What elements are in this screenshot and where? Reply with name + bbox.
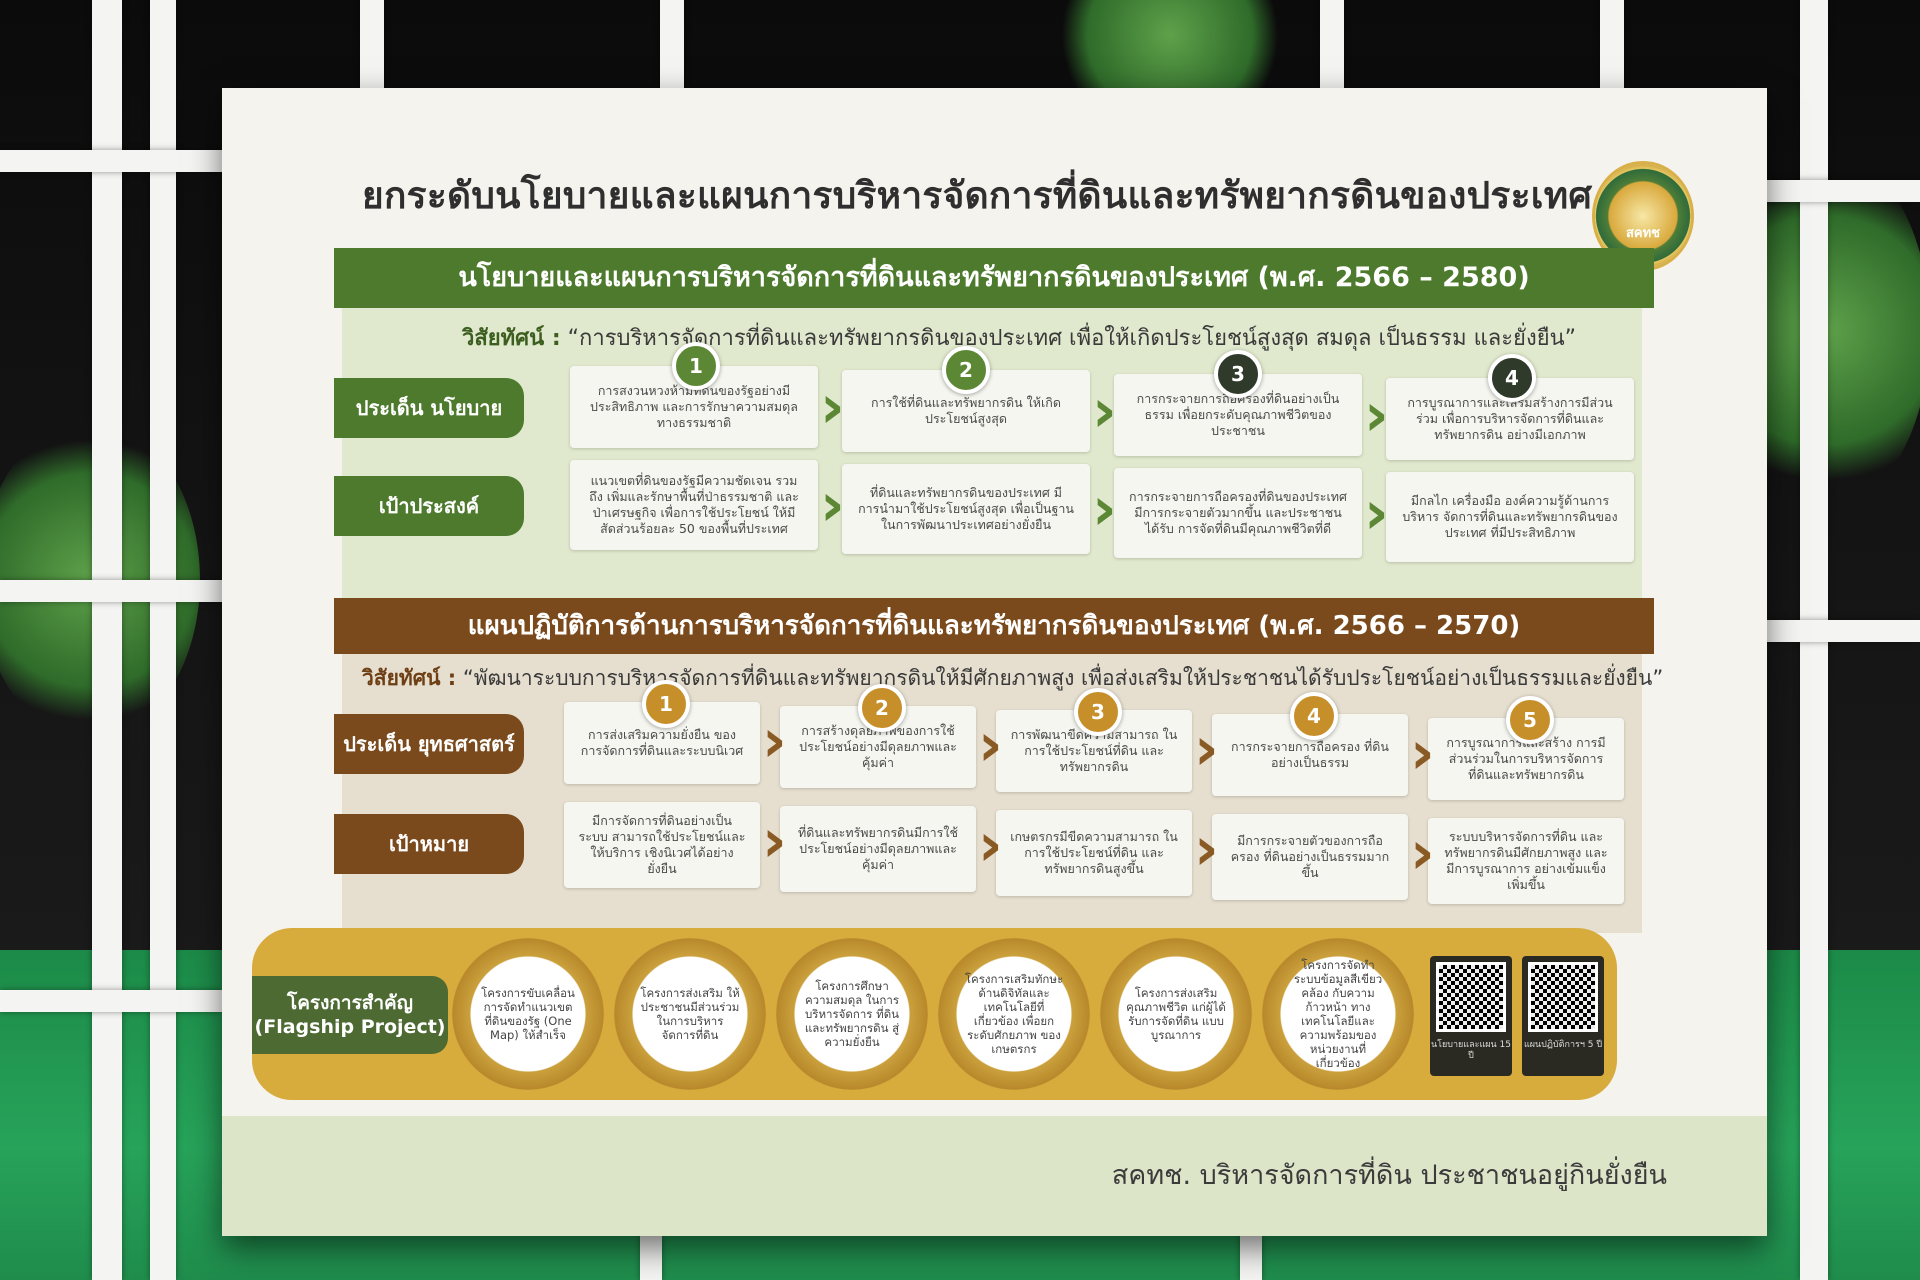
policy-issues-tag: ประเด็น นโยบาย (334, 378, 524, 438)
flagship-project: โครงการส่งเสริม คุณภาพชีวิต แก่ผู้ได้รับ… (1100, 938, 1252, 1090)
action-vision-label: วิสัยทัศน์ : (362, 666, 457, 690)
qr-code-action-plan[interactable]: แผนปฏิบัติการฯ 5 ปี (1522, 956, 1604, 1076)
target-card: มีการจัดการที่ดินอย่างเป็นระบบ สามารถใช้… (564, 802, 760, 888)
qr-caption: แผนปฏิบัติการฯ 5 ปี (1523, 1040, 1603, 1050)
strategy-number-badge: 2 (858, 684, 906, 732)
target-card: มีการกระจายตัวของการถือครอง ที่ดินอย่างเ… (1212, 814, 1408, 900)
chevron-right-icon: › (1194, 814, 1219, 884)
policy-vision-label: วิสัยทัศน์ : (462, 326, 561, 351)
policy-goal-card: มีกลไก เครื่องมือ องค์ความรู้ด้านการบริห… (1386, 472, 1634, 562)
left-lattice-post (92, 0, 122, 1280)
chevron-right-icon: › (1410, 818, 1435, 888)
flagship-project-text: โครงการส่งเสริม ให้ประชาชนมีส่วนร่วม ในก… (640, 986, 740, 1042)
chevron-right-icon: › (820, 372, 845, 442)
flagship-project-text: โครงการขับเคลื่อน การจัดทำแนวเขต ที่ดินข… (481, 986, 575, 1042)
chevron-right-icon: › (762, 806, 787, 876)
policy-number-badge: 1 (672, 342, 720, 390)
policy-section: นโยบายและแผนการบริหารจัดการที่ดินและทรัพ… (334, 248, 1654, 608)
strategy-number-badge: 3 (1074, 688, 1122, 736)
qr-code-icon (1436, 962, 1506, 1032)
policy-goals-tag: เป้าประสงค์ (334, 476, 524, 536)
policy-header: นโยบายและแผนการบริหารจัดการที่ดินและทรัพ… (334, 248, 1654, 308)
policy-vision-text: “การบริหารจัดการที่ดินและทรัพยากรดินของป… (567, 326, 1577, 351)
qr-code-icon (1528, 962, 1598, 1032)
flagship-project-text: โครงการจัดทำ ระบบข้อมูลสีเขียวคล้อง กับค… (1293, 958, 1383, 1070)
chevron-right-icon: › (978, 710, 1003, 780)
chevron-right-icon: › (1092, 474, 1117, 544)
bottom-lattice-post (640, 1236, 662, 1280)
strategy-number-badge: 4 (1290, 692, 1338, 740)
policy-body: วิสัยทัศน์ : “การบริหารจัดการที่ดินและทร… (334, 308, 1642, 608)
flagship-project-text: โครงการศึกษา ความสมดุล ในการบริหารจัดการ… (804, 979, 900, 1049)
left-lattice-bar (0, 150, 222, 172)
action-vision: วิสัยทัศน์ : “พัฒนาระบบการบริหารจัดการที… (362, 662, 1663, 695)
flagship-project: โครงการเสริมทักษะ ด้านดิจิทัลและ เทคโนโล… (938, 938, 1090, 1090)
chevron-right-icon: › (1410, 718, 1435, 788)
action-plan-section: แผนปฏิบัติการด้านการบริหารจัดการที่ดินแล… (334, 598, 1663, 933)
top-lattice-post-3 (1320, 0, 1344, 90)
right-lattice-bar (1767, 180, 1920, 202)
policy-number-badge: 2 (942, 346, 990, 394)
top-lattice-post (360, 0, 384, 90)
top-lattice-post-2 (660, 0, 684, 90)
flagship-project-text: โครงการเสริมทักษะ ด้านดิจิทัลและ เทคโนโล… (964, 972, 1064, 1056)
policy-issue-card: การใช้ที่ดินและทรัพยากรดิน ให้เกิดประโยช… (842, 370, 1090, 452)
chevron-right-icon: › (820, 470, 845, 540)
strategy-number-badge: 5 (1506, 696, 1554, 744)
logo-text: สคทช (1625, 226, 1661, 241)
qr-caption: นโยบายและแผน 15 ปี (1431, 1040, 1511, 1061)
policy-number-badge: 4 (1488, 354, 1536, 402)
action-plan-body: วิสัยทัศน์ : “พัฒนาระบบการบริหารจัดการที… (334, 654, 1663, 933)
flagship-band: โครงการสำคัญ (Flagship Project) โครงการข… (252, 928, 1617, 1100)
policy-issue-card: การกระจายการถือครองที่ดินอย่างเป็นธรรม เ… (1114, 374, 1362, 456)
policy-issue-card: การบูรณาการและเสริมสร้างการมีส่วนร่วม เพ… (1386, 378, 1634, 460)
strategy-tag: ประเด็น ยุทธศาสตร์ (334, 714, 524, 774)
right-lattice-bar-2 (1767, 620, 1920, 642)
left-lattice-post-2 (150, 0, 176, 1280)
board-title: ยกระดับนโยบายและแผนการบริหารจัดการที่ดิน… (362, 174, 1593, 217)
action-vision-text: “พัฒนาระบบการบริหารจัดการที่ดินและทรัพยา… (462, 666, 1664, 690)
flagship-label: โครงการสำคัญ (Flagship Project) (252, 976, 448, 1054)
strategy-number-badge: 1 (642, 680, 690, 728)
flagship-project-text: โครงการส่งเสริม คุณภาพชีวิต แก่ผู้ได้รับ… (1126, 986, 1226, 1042)
flagship-project: โครงการศึกษา ความสมดุล ในการบริหารจัดการ… (776, 938, 928, 1090)
flagship-project: โครงการจัดทำ ระบบข้อมูลสีเขียวคล้อง กับค… (1262, 938, 1414, 1090)
qr-code-policy[interactable]: นโยบายและแผน 15 ปี (1430, 956, 1512, 1076)
top-lattice-post-4 (1600, 0, 1624, 90)
flagship-project: โครงการขับเคลื่อน การจัดทำแนวเขต ที่ดินข… (452, 938, 604, 1090)
flagship-project: โครงการส่งเสริม ให้ประชาชนมีส่วนร่วม ในก… (614, 938, 766, 1090)
info-board: สคทช ยกระดับนโยบายและแผนการบริหารจัดการท… (222, 88, 1767, 1236)
policy-number-badge: 3 (1214, 350, 1262, 398)
target-card: ที่ดินและทรัพยากรดินมีการใช้ ประโยชน์อย่… (780, 806, 976, 892)
chevron-right-icon: › (1092, 376, 1117, 446)
policy-goal-card: แนวเขตที่ดินของรัฐมีความชัดเจน รวมถึง เพ… (570, 460, 818, 550)
policy-vision: วิสัยทัศน์ : “การบริหารจัดการที่ดินและทร… (462, 320, 1576, 355)
bottom-lattice-post-2 (1240, 1236, 1262, 1280)
chevron-right-icon: › (762, 706, 787, 776)
target-card: ระบบบริหารจัดการที่ดิน และทรัพยากรดินมีศ… (1428, 818, 1624, 904)
chevron-right-icon: › (1194, 714, 1219, 784)
target-card: เกษตรกรมีขีดความสามารถ ในการใช้ประโยชน์ท… (996, 810, 1192, 896)
policy-goal-card: ที่ดินและทรัพยากรดินของประเทศ มีการนำมาใ… (842, 464, 1090, 554)
slogan: สคทช. บริหารจัดการที่ดิน ประชาชนอยู่กินย… (1111, 1160, 1667, 1191)
policy-goal-card: การกระจายการถือครองที่ดินของประเทศ มีการ… (1114, 468, 1362, 558)
chevron-right-icon: › (1364, 478, 1389, 548)
board-footer: สคทช. บริหารจัดการที่ดิน ประชาชนอยู่กินย… (222, 1116, 1767, 1236)
left-lattice-bar-3 (0, 990, 222, 1012)
chevron-right-icon: › (1364, 380, 1389, 450)
target-tag: เป้าหมาย (334, 814, 524, 874)
chevron-right-icon: › (978, 810, 1003, 880)
action-plan-header: แผนปฏิบัติการด้านการบริหารจัดการที่ดินแล… (334, 598, 1654, 654)
left-lattice-bar-2 (0, 580, 222, 602)
